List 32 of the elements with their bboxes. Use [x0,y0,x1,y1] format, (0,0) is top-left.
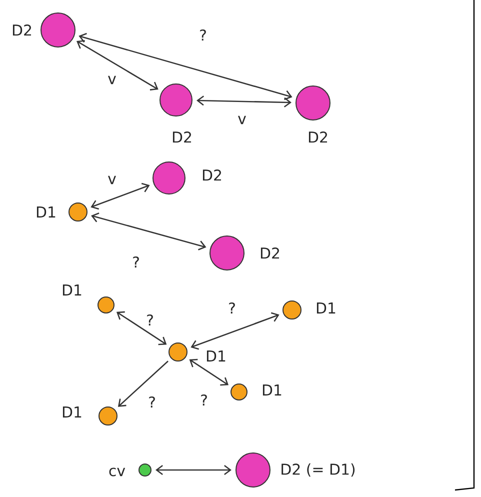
node-label: D1 [262,384,282,396]
edge-label: ? [131,255,141,269]
edge-label: v [106,174,118,186]
node-label: cv [109,468,126,476]
arrow [118,360,168,407]
node-label: D2 [12,24,32,36]
node-label: D2 [260,247,279,259]
arrow [78,32,292,100]
node-label: D2 [308,131,327,143]
node-label: D2 [172,131,192,143]
arrow [156,464,232,476]
edge-label: v [106,74,118,86]
edge-label: ? [147,395,157,409]
node-label: D1 [206,350,226,362]
arrow [116,311,167,346]
arrow [90,182,150,210]
node-label: D2 [202,169,222,181]
edge-label: ? [227,301,237,315]
edge-label: v [236,114,248,126]
node-label: D2 (= D1) [282,463,355,477]
arrow [196,96,292,108]
arrow [76,40,158,90]
edge-label: ? [199,393,209,407]
node-label: D1 [62,406,82,418]
node-label: D1 [36,206,56,218]
node-label: D1 [316,302,336,314]
node-label: D1 [62,284,82,296]
edge-label: ? [198,28,208,42]
arrow [189,358,229,386]
arrow [91,212,206,250]
arrow [190,312,280,350]
edge-label: ? [145,313,155,327]
